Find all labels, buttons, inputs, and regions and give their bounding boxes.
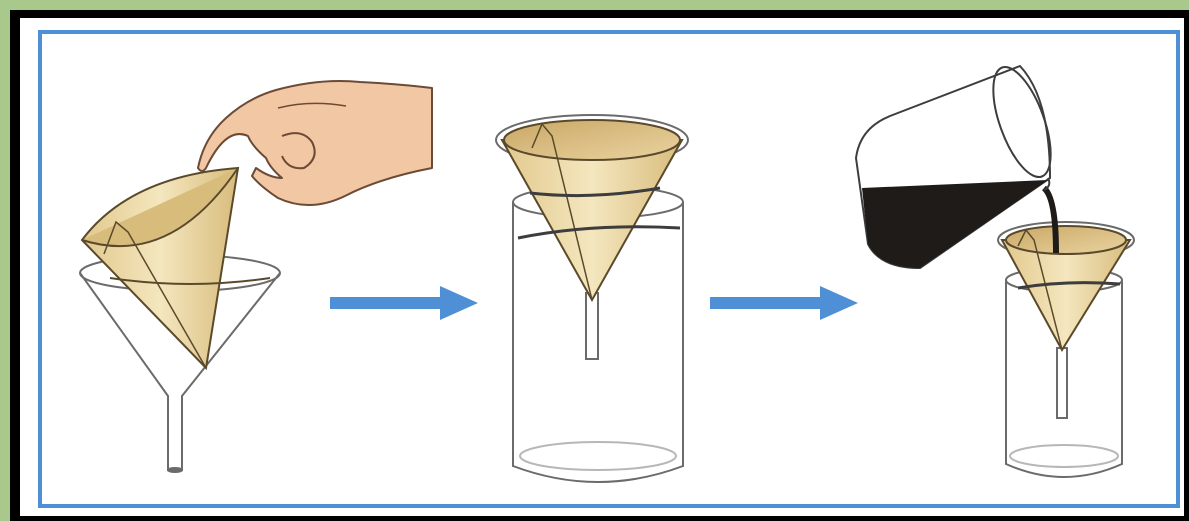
- step-1-fold-filter: [80, 81, 432, 472]
- diagram-panel: [20, 18, 1184, 516]
- step-3-pour-liquid: [856, 60, 1134, 477]
- step-2-funnel-on-cylinder: [496, 115, 688, 482]
- filter-paper-cone-icon: [496, 115, 688, 300]
- arrow-2-icon: [710, 286, 858, 320]
- arrow-1-icon: [330, 286, 478, 320]
- funnel-stem: [1057, 348, 1067, 418]
- funnel-stem: [586, 293, 598, 359]
- filtration-diagram: [20, 18, 1184, 516]
- filter-paper-cone-icon: [82, 168, 270, 368]
